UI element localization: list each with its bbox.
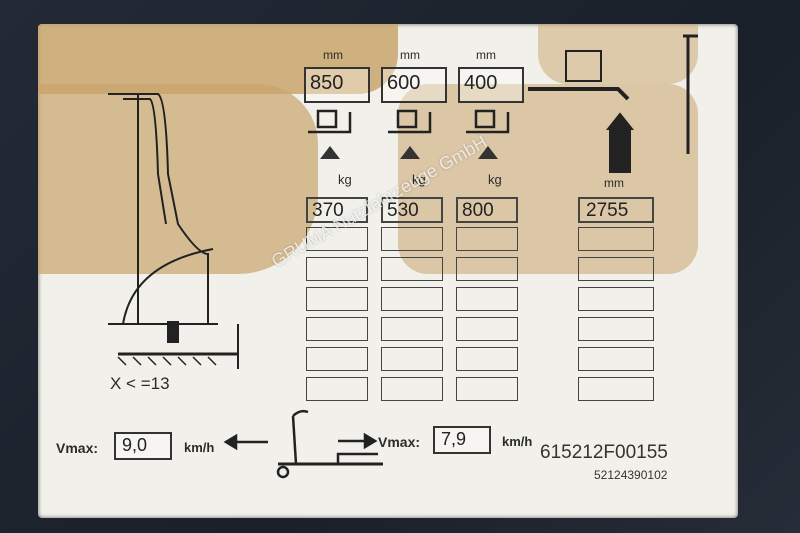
vmax-label: Vmax:	[56, 440, 99, 456]
capacity-cell: 370	[306, 197, 368, 223]
empty-cell	[306, 287, 368, 311]
empty-cell	[381, 347, 443, 371]
fork-load-icon	[308, 109, 510, 134]
unit-kg-label: kg	[488, 172, 502, 187]
unit-mm-label: mm	[604, 176, 624, 190]
empty-cell	[456, 377, 518, 401]
empty-cell	[381, 377, 443, 401]
worn-paint	[38, 84, 318, 274]
worn-paint	[38, 24, 398, 94]
empty-cell	[578, 317, 654, 341]
lift-height-cell: 2755	[578, 197, 654, 223]
empty-cell	[381, 287, 443, 311]
empty-cell	[456, 287, 518, 311]
empty-cell	[381, 317, 443, 341]
empty-cell	[306, 227, 368, 251]
serial-number: 615212F00155	[540, 442, 668, 463]
empty-cell	[456, 317, 518, 341]
vmax-label: Vmax:	[378, 434, 421, 450]
empty-cell	[578, 227, 654, 251]
plate-diagram	[108, 34, 698, 479]
arrow-left-icon	[223, 433, 268, 451]
arrow-right-icon	[338, 432, 378, 450]
unit-mm-label: mm	[400, 48, 420, 62]
pallet-truck-icon	[276, 409, 383, 479]
empty-cell	[381, 227, 443, 251]
capacity-cell: 530	[381, 197, 443, 223]
lift-arrow-icon	[528, 34, 698, 173]
load-center-box: 600	[381, 67, 447, 103]
forklift-mast-icon	[108, 93, 239, 369]
empty-cell	[578, 287, 654, 311]
tilt-label: X < =13	[110, 374, 170, 393]
load-center-box: 850	[304, 67, 370, 103]
load-center-box: 400	[458, 67, 524, 103]
empty-cell	[306, 317, 368, 341]
empty-cell	[578, 377, 654, 401]
vmax-unit: km/h	[502, 434, 533, 449]
capacity-cell: 800	[456, 197, 518, 223]
empty-cell	[306, 347, 368, 371]
vmax-value-box: 7,9	[433, 426, 491, 454]
empty-cell	[456, 257, 518, 281]
serial-subnumber: 52124390102	[594, 468, 668, 482]
unit-kg-label: kg	[412, 172, 426, 187]
empty-cell	[456, 347, 518, 371]
warning-triangle-icon	[320, 146, 498, 159]
unit-mm-label: mm	[476, 48, 496, 62]
worn-paint	[538, 24, 698, 84]
vmax-value-box: 9,0	[114, 432, 172, 460]
unit-kg-label: kg	[338, 172, 352, 187]
unit-mm-label: mm	[323, 48, 343, 62]
empty-cell	[306, 257, 368, 281]
capacity-plate: mm mm mm mm 850 600 400 kg kg kg 370 530	[38, 24, 738, 518]
empty-cell	[578, 257, 654, 281]
empty-cell	[578, 347, 654, 371]
empty-cell	[306, 377, 368, 401]
empty-cell	[456, 227, 518, 251]
empty-cell	[381, 257, 443, 281]
vmax-unit: km/h	[184, 440, 215, 455]
worn-paint	[398, 84, 698, 274]
